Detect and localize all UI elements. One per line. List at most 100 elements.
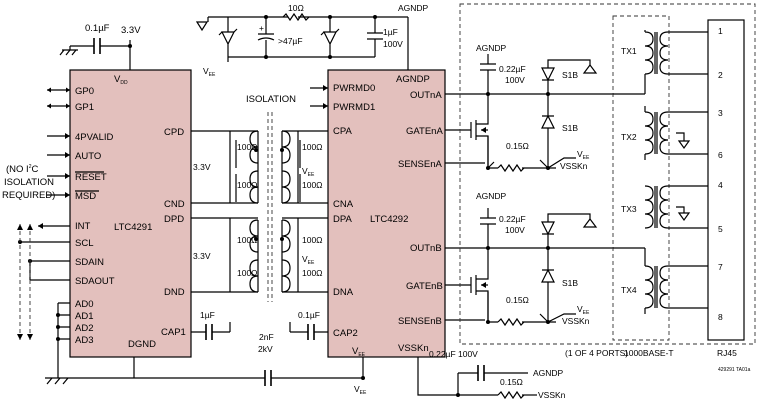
- label-tx3: TX3: [621, 204, 637, 214]
- rj-pin-2: 2: [718, 70, 723, 80]
- port-a-stage: AGNDP 0.22µF 100V S1B S1B 0.15Ω VSSKn VE…: [445, 43, 613, 172]
- label-cap1-1uf: 1µF: [200, 310, 215, 320]
- isolation-barrier: ISOLATION: [246, 94, 296, 302]
- pin-ad1: AD1: [75, 311, 93, 322]
- label-s1b-a2: S1B: [562, 123, 578, 133]
- pin-sdain: SDAIN: [75, 257, 104, 268]
- rj-pin-1: 1: [718, 26, 723, 36]
- svg-text:ISOLATION: ISOLATION: [4, 177, 54, 188]
- svg-text:REQUIRED): REQUIRED): [2, 190, 55, 201]
- vssk-network: 0.22µF 100V AGNDP 0.15Ω VSSKn: [417, 349, 566, 400]
- pin-dpa: DPA: [333, 214, 352, 225]
- label-015-bot: 0.15Ω: [500, 377, 523, 387]
- pin-int: INT: [75, 221, 91, 232]
- label-rj45: RJ45: [717, 348, 737, 358]
- r100-d: 100Ω: [302, 180, 323, 190]
- cap-network: 1µF 0.1µF 2nF 2kV VEE: [191, 310, 367, 396]
- no-i2c-note: (NO I2C ISOLATION REQUIRED): [2, 164, 55, 201]
- label-015-a: 0.15Ω: [506, 141, 529, 151]
- pin-ad0: AD0: [75, 299, 93, 310]
- pin-outnb: OUTnB: [410, 243, 442, 254]
- r100-h: 100Ω: [302, 268, 323, 278]
- pin-cpa: CPA: [333, 126, 352, 137]
- ltc4292-name: LTC4292: [370, 214, 408, 225]
- vee-top: VEE: [203, 66, 216, 78]
- port-enclosure: (1 OF 4 PORTS) 1000BASE-T: [459, 3, 756, 358]
- pin-sdaout: SDAOUT: [75, 276, 115, 287]
- label-2kv: 2kV: [258, 344, 273, 354]
- pin-sensena: SENSEnA: [398, 159, 442, 170]
- pin-gatenb: GATEnB: [406, 281, 443, 292]
- ltc4292-vsskn: VSSKn: [398, 343, 429, 354]
- rj-pin-6: 6: [718, 150, 723, 160]
- isolation-label: ISOLATION: [246, 94, 296, 105]
- pin-auto: AUTO: [75, 151, 101, 162]
- label-vsskn-b: VSSKn: [562, 316, 590, 326]
- label-s1b-b: S1B: [562, 278, 578, 288]
- pin-cap1: CAP1: [161, 327, 186, 338]
- ltc4291-dgnd: DGND: [128, 339, 156, 350]
- r100-e: 100Ω: [237, 235, 258, 245]
- port-b-stage: AGNDP 0.22µF 100V S1B 0.15Ω VSSKn VEE: [445, 191, 613, 326]
- vee-b: VEE: [577, 304, 590, 316]
- label-cap2-01uf: 0.1µF: [298, 310, 320, 320]
- label-part-no: 429291 TA01a: [718, 367, 751, 373]
- pin-sensenb: SENSEnB: [398, 316, 442, 327]
- label-agndp-bot: AGNDP: [533, 368, 564, 378]
- svg-text:(NO I2C: (NO I2C: [6, 164, 38, 175]
- pin-dpd: DPD: [164, 214, 184, 225]
- pin-reset: RESET: [75, 172, 107, 183]
- label-c022v-a: 100V: [505, 75, 525, 85]
- pin-scl: SCL: [75, 238, 93, 249]
- label-vsskn-bot: VSSKn: [538, 390, 566, 400]
- label-tx1: TX1: [621, 46, 637, 56]
- rj45-connector: 1 2 3 6 4 5 7 8 RJ45 429291 TA01a: [707, 19, 751, 373]
- r100-b: 100Ω: [237, 180, 258, 190]
- rj-pin-4: 4: [718, 180, 723, 190]
- vee-bottom: VEE: [354, 384, 367, 396]
- label-tx4: TX4: [621, 285, 637, 295]
- pin-msd: MSD: [75, 191, 96, 202]
- label-3v3-upper: 3.3V: [193, 162, 211, 172]
- transformer-upper: 100Ω 100Ω 100Ω 100Ω 3.3V VEE: [191, 130, 328, 204]
- pin-ad3: AD3: [75, 335, 93, 346]
- pin-dna: DNA: [333, 287, 354, 298]
- label-agndp-a: AGNDP: [476, 43, 507, 53]
- ltc4291-vdd-label: VDD: [114, 74, 128, 86]
- r100-a: 100Ω: [237, 142, 258, 152]
- left-io-wires: [17, 87, 265, 385]
- label-c022-bot: 0.22µF 100V: [429, 349, 478, 359]
- pin-gp1: GP1: [75, 102, 94, 113]
- svg-text:+: +: [259, 23, 264, 33]
- pin-pwrmd1: PWRMD1: [333, 102, 375, 113]
- rj-pin-5: 5: [718, 224, 723, 234]
- ltc4291-chip: VDD LTC4291 DGND GP0 GP1 4PVALID AUTO RE…: [69, 69, 192, 358]
- label-one-of-four: (1 OF 4 PORTS): [565, 348, 628, 358]
- label-1000base-t: 1000BASE-T: [624, 348, 674, 358]
- pin-dnd: DND: [164, 287, 185, 298]
- pwrmd-arrows: [310, 85, 328, 109]
- label-c022v-b: 100V: [505, 225, 525, 235]
- label-agndp-b: AGNDP: [476, 191, 507, 201]
- pin-cap2: CAP2: [333, 328, 358, 339]
- label-c022-a: 0.22µF: [499, 64, 526, 74]
- label-vdd-cap: 0.1µF: [85, 23, 110, 34]
- pin-cnd: CND: [164, 199, 185, 210]
- label-vsskn-a: VSSKn: [560, 161, 588, 171]
- r100-c: 100Ω: [302, 142, 323, 152]
- label-vdd-3v3: 3.3V: [121, 25, 141, 36]
- r100-g: 100Ω: [302, 235, 323, 245]
- label-tx2: TX2: [621, 132, 637, 142]
- pin-gp0: GP0: [75, 86, 94, 97]
- ltc4292-chip: AGNDP LTC4292 VEE VSSKn PWRMD0 PWRMD1 CP…: [327, 69, 446, 358]
- pin-gatena: GATEnA: [406, 126, 443, 137]
- label-2nf: 2nF: [259, 332, 274, 342]
- ltc4291-name: LTC4291: [114, 222, 152, 233]
- rj-pin-8: 8: [718, 312, 723, 322]
- pin-ad2: AD2: [75, 323, 93, 334]
- vdd-supply: 0.1µF 3.3V: [59, 23, 141, 70]
- vee-a: VEE: [577, 149, 590, 161]
- vee-lower: VEE: [302, 254, 315, 266]
- pin-cpd: CPD: [164, 127, 184, 138]
